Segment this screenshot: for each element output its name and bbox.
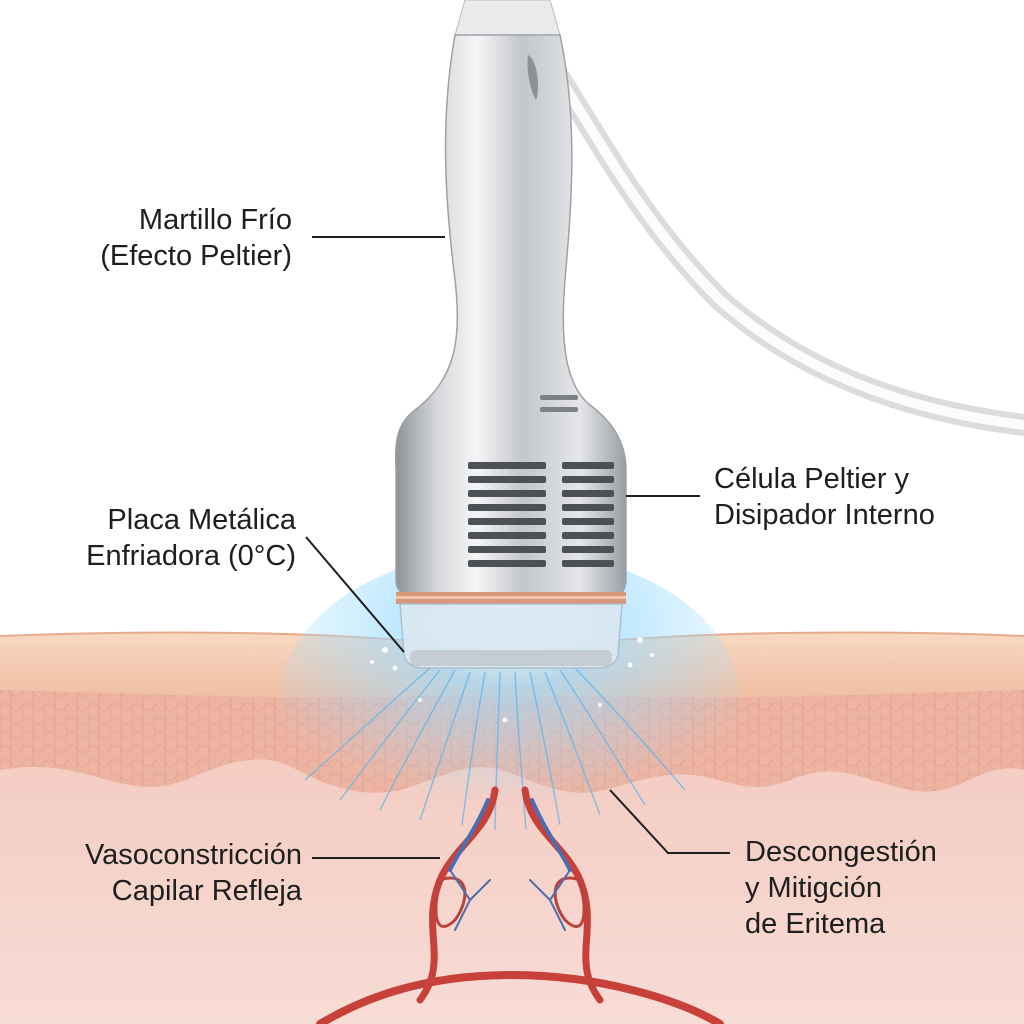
label-cooling-plate-line1: Placa Metálica <box>107 504 296 536</box>
label-cooling-plate: Placa Metálica Enfriadora (0°C) <box>86 502 296 574</box>
label-cold-hammer-line1: Martillo Frío <box>138 204 292 236</box>
label-peltier-cell-line1: Célula Peltier y <box>714 463 910 495</box>
leader-line-plate <box>305 536 405 653</box>
label-cold-hammer-line2: (Efecto Peltier) <box>100 240 292 272</box>
label-decongestion-line2: y Mitigción <box>745 872 882 904</box>
vent-grille-icon <box>468 462 614 567</box>
label-decongestion-line1: Descongestión <box>745 836 937 868</box>
cold-hammer-device <box>394 0 627 669</box>
label-vasoconstriction-line1: Vasoconstricción <box>84 839 302 871</box>
leader-lines <box>305 236 730 859</box>
label-vasoconstriction-line2: Capilar Refleja <box>111 875 302 907</box>
label-decongestion-line3: de Eritema <box>745 908 886 940</box>
label-vasoconstriction: Vasoconstricción Capilar Refleja <box>85 837 302 909</box>
power-cable-icon <box>537 49 1024 436</box>
label-decongestion: Descongestión y Mitigción de Eritema <box>745 834 937 942</box>
blood-vessels <box>316 786 724 1024</box>
cold-rays <box>304 667 686 831</box>
frost-crystals <box>370 637 654 723</box>
leader-line-decong <box>609 789 730 854</box>
label-cold-hammer: Martillo Frío (Efecto Peltier) <box>100 202 292 274</box>
cold-glow <box>280 550 740 850</box>
label-cooling-plate-line2: Enfriadora (0°C) <box>86 540 296 572</box>
label-peltier-cell-line2: Disipador Interno <box>714 499 935 531</box>
label-peltier-cell: Célula Peltier y Disipador Interno <box>714 461 935 533</box>
